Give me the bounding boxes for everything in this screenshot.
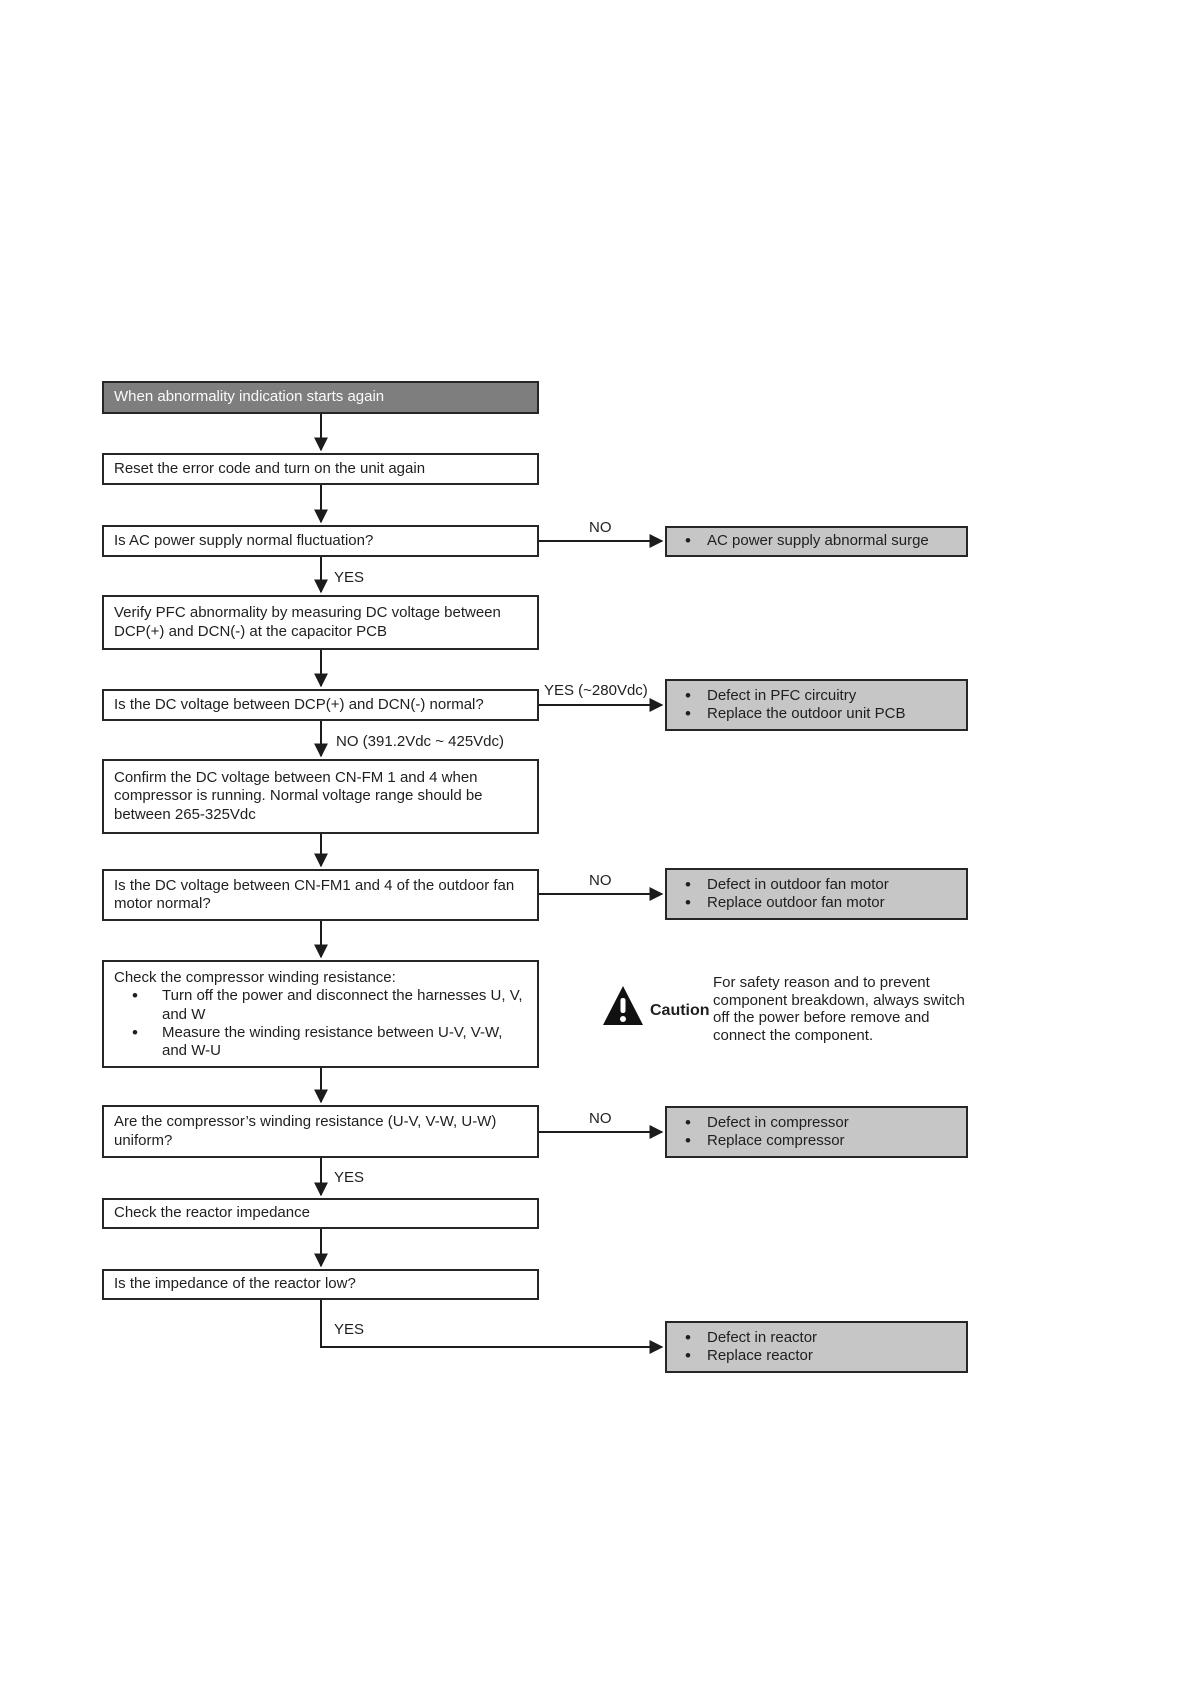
- edge-label-fan-no: NO: [589, 872, 612, 889]
- edge-label-uniform-yes: YES: [334, 1169, 365, 1186]
- caution-label: Caution: [650, 1002, 710, 1019]
- node-uniform-check-label: Are the compressor’s winding resistance …: [114, 1113, 497, 1149]
- node-compressor-defect-result: Defect in compressor Replace compressor: [665, 1106, 968, 1158]
- winding-step: Turn off the power and disconnect the ha…: [114, 986, 525, 1024]
- result-item: Replace the outdoor unit PCB: [675, 704, 958, 725]
- winding-step: Measure the winding resistance between U…: [114, 1023, 525, 1061]
- caution-icon: [601, 984, 645, 1028]
- result-list: Defect in PFC circuitry Replace the outd…: [675, 686, 958, 725]
- result-item: Defect in PFC circuitry: [675, 686, 958, 707]
- node-confirm-cnfm-label: Confirm the DC voltage between CN-FM 1 a…: [114, 769, 483, 823]
- node-reset: Reset the error code and turn on the uni…: [102, 453, 539, 485]
- node-cnfm-check: Is the DC voltage between CN-FM1 and 4 o…: [102, 869, 539, 921]
- result-list: Defect in reactor Replace reactor: [675, 1328, 958, 1367]
- node-reset-label: Reset the error code and turn on the uni…: [114, 459, 426, 477]
- edge-label-dc-yes: YES (~280Vdc): [544, 682, 648, 699]
- node-start: When abnormality indication starts again: [102, 381, 539, 414]
- node-dc-check-label: Is the DC voltage between DCP(+) and DCN…: [114, 695, 484, 713]
- node-pfc-defect-result: Defect in PFC circuitry Replace the outd…: [665, 679, 968, 731]
- result-item: Replace outdoor fan motor: [675, 893, 958, 914]
- node-reactor-low: Is the impedance of the reactor low?: [102, 1269, 539, 1300]
- node-uniform-check: Are the compressor’s winding resistance …: [102, 1105, 539, 1158]
- result-item: Replace compressor: [675, 1131, 958, 1152]
- node-start-label: When abnormality indication starts again: [114, 388, 385, 406]
- result-list: Defect in outdoor fan motor Replace outd…: [675, 875, 958, 914]
- node-dc-check: Is the DC voltage between DCP(+) and DCN…: [102, 689, 539, 721]
- node-reactor-impedance: Check the reactor impedance: [102, 1198, 539, 1229]
- node-ac-check-label: Is AC power supply normal fluctuation?: [114, 531, 374, 549]
- node-reactor-low-label: Is the impedance of the reactor low?: [114, 1275, 356, 1293]
- node-cnfm-check-label: Is the DC voltage between CN-FM1 and 4 o…: [114, 876, 515, 912]
- arrow-reactor-yes: [320, 1300, 664, 1354]
- node-confirm-cnfm: Confirm the DC voltage between CN-FM 1 a…: [102, 759, 539, 834]
- node-verify-pfc-label: Verify PFC abnormality by measuring DC v…: [114, 604, 501, 640]
- node-winding-check: Check the compressor winding resistance:…: [102, 960, 539, 1068]
- node-reactor-impedance-label: Check the reactor impedance: [114, 1204, 310, 1222]
- node-ac-surge-result: AC power supply abnormal surge: [665, 526, 968, 557]
- winding-steps-list: Turn off the power and disconnect the ha…: [114, 986, 525, 1061]
- node-verify-pfc: Verify PFC abnormality by measuring DC v…: [102, 595, 539, 650]
- result-list: AC power supply abnormal surge: [675, 531, 958, 552]
- node-fan-defect-result: Defect in outdoor fan motor Replace outd…: [665, 868, 968, 920]
- node-ac-check: Is AC power supply normal fluctuation?: [102, 525, 539, 557]
- edge-label-reactor-yes: YES: [334, 1321, 365, 1338]
- caution-text: For safety reason and to prevent compone…: [713, 974, 965, 1045]
- edge-label-ac-no: NO: [589, 519, 612, 536]
- node-winding-check-title: Check the compressor winding resistance:: [114, 969, 396, 986]
- node-reactor-defect-result: Defect in reactor Replace reactor: [665, 1321, 968, 1373]
- result-list: Defect in compressor Replace compressor: [675, 1113, 958, 1152]
- result-item: AC power supply abnormal surge: [675, 531, 958, 552]
- edge-label-uniform-no: NO: [589, 1110, 612, 1127]
- edge-label-dc-no: NO (391.2Vdc ~ 425Vdc): [336, 733, 505, 750]
- edge-label-ac-yes: YES: [334, 569, 365, 586]
- result-item: Defect in compressor: [675, 1113, 958, 1134]
- result-item: Defect in reactor: [675, 1328, 958, 1349]
- result-item: Defect in outdoor fan motor: [675, 875, 958, 896]
- result-item: Replace reactor: [675, 1346, 958, 1367]
